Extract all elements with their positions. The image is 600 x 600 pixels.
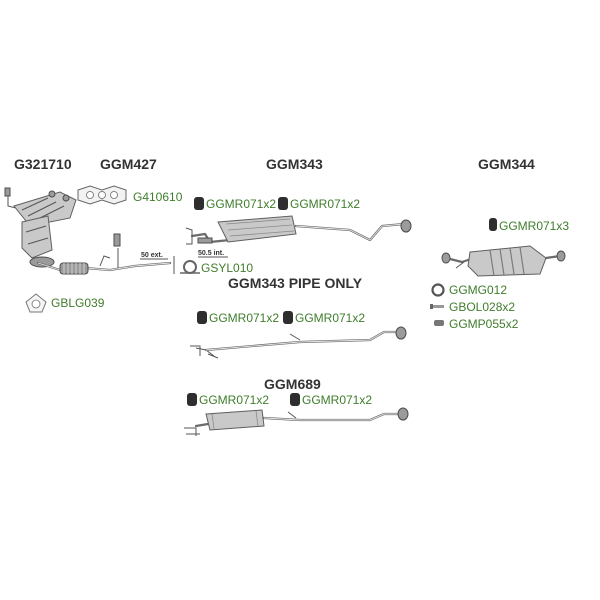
title-ggm343-pipe-only: GGM343 PIPE ONLY bbox=[228, 275, 363, 291]
gasket-ring-icon bbox=[431, 283, 445, 297]
code-ggm689-mount-b: GGMR071x2 bbox=[302, 393, 372, 407]
code-pipe-only-mount-b: GGMR071x2 bbox=[295, 311, 365, 325]
rubber-mount-icon bbox=[278, 197, 288, 210]
catalytic-manifold-part bbox=[4, 187, 77, 268]
code-pipe-only-mount-a: GGMR071x2 bbox=[209, 311, 279, 325]
bolt-icon bbox=[430, 304, 444, 309]
pipe-only-part bbox=[190, 326, 407, 359]
dimension-ext: 50 ext. bbox=[141, 252, 163, 259]
centre-silencer-part bbox=[185, 215, 412, 245]
title-ggm689: GGM689 bbox=[264, 376, 321, 392]
rear-silencer-part bbox=[441, 245, 566, 277]
rubber-mount-icon bbox=[197, 311, 207, 324]
code-ggm343-mount-b: GGMR071x2 bbox=[290, 197, 360, 211]
code-ggm344-mount: GGMR071x3 bbox=[499, 219, 569, 233]
rubber-mount-icon bbox=[290, 393, 300, 406]
title-ggm344: GGM344 bbox=[478, 156, 535, 172]
rubber-mount-icon bbox=[194, 197, 204, 210]
dimension-int: 50.5 int. bbox=[198, 250, 224, 257]
code-ggm343-mount-a: GGMR071x2 bbox=[206, 197, 276, 211]
title-ggm343: GGM343 bbox=[266, 156, 323, 172]
ggm689-silencer-part bbox=[184, 407, 409, 436]
rubber-mount-icon bbox=[187, 393, 197, 406]
rubber-mount-icon bbox=[283, 311, 293, 324]
gasket-gblg039-icon bbox=[25, 293, 47, 313]
code-gbol028: GBOL028x2 bbox=[449, 300, 515, 314]
front-pipe-part bbox=[36, 233, 175, 275]
rubber-mount-icon bbox=[489, 218, 497, 231]
code-ggmp055: GGMP055x2 bbox=[449, 317, 519, 331]
code-gblg039: GBLG039 bbox=[51, 296, 105, 310]
code-gsyl010: GSYL010 bbox=[201, 261, 253, 275]
code-ggmg012: GGMG012 bbox=[449, 283, 507, 297]
clamp-icon bbox=[434, 320, 444, 326]
gasket-gsyl010-icon bbox=[180, 260, 200, 274]
title-g321710: G321710 bbox=[14, 156, 72, 172]
code-ggm689-mount-a: GGMR071x2 bbox=[199, 393, 269, 407]
title-ggm427: GGM427 bbox=[100, 156, 157, 172]
manifold-gasket-icon bbox=[77, 185, 127, 205]
code-g410610: G410610 bbox=[133, 190, 183, 204]
